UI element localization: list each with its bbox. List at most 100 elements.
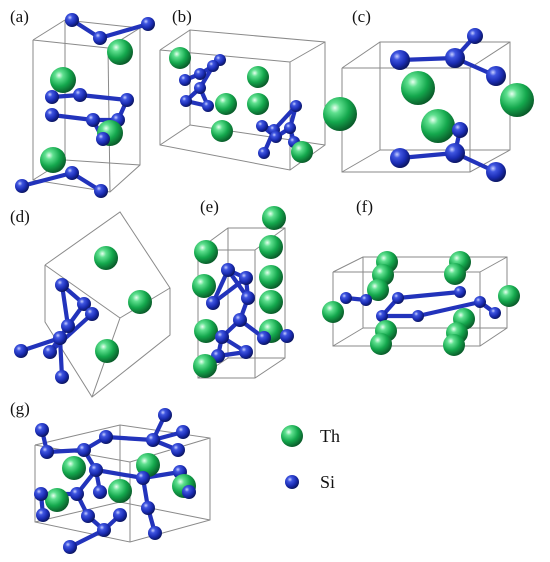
panel-g-structure <box>34 408 211 554</box>
th-atom <box>108 479 132 503</box>
si-atom <box>55 278 69 292</box>
si-atom <box>77 443 91 457</box>
si-atom <box>61 319 75 333</box>
si-atom <box>171 443 185 457</box>
si-atom <box>14 344 28 358</box>
th-atom <box>370 333 392 355</box>
th-atom <box>107 39 133 65</box>
si-atom <box>43 345 57 359</box>
si-atom <box>474 296 486 308</box>
panel-e-structure <box>192 206 294 379</box>
si-atom <box>136 471 150 485</box>
si-atom <box>35 423 49 437</box>
si-atom <box>53 331 67 345</box>
th-atom <box>45 488 69 512</box>
th-atom <box>291 141 313 163</box>
si-atom <box>489 307 501 319</box>
si-atom <box>467 28 483 44</box>
si-atom <box>99 430 113 444</box>
si-atom <box>390 50 410 70</box>
si-atom <box>360 294 372 306</box>
panel-b-structure <box>159 29 326 171</box>
th-atom <box>194 319 218 343</box>
si-atom <box>77 297 91 311</box>
si-atom <box>486 162 506 182</box>
si-atom <box>45 108 59 122</box>
si-atom <box>158 408 172 422</box>
si-atom <box>94 184 108 198</box>
panel-c-structure <box>323 28 534 182</box>
si-atom <box>239 345 253 359</box>
si-atom <box>270 131 282 143</box>
th-atom <box>94 246 118 270</box>
legend-th-swatch <box>281 425 303 447</box>
legend: Th Si <box>281 425 340 492</box>
si-atom <box>239 271 253 285</box>
si-atom <box>113 508 127 522</box>
si-atom <box>141 17 155 31</box>
th-atom <box>62 456 86 480</box>
si-atom <box>63 540 77 554</box>
si-atom <box>452 122 468 138</box>
panel-c-unit-cell <box>341 41 511 173</box>
si-atom <box>180 95 192 107</box>
si-atom <box>73 88 87 102</box>
si-atom <box>202 100 214 112</box>
panel-d-atoms <box>14 246 152 384</box>
si-atom <box>412 310 424 322</box>
si-atom <box>392 292 404 304</box>
si-atom <box>34 487 48 501</box>
th-atom <box>192 274 216 298</box>
si-atom <box>65 166 79 180</box>
si-atom <box>40 445 54 459</box>
legend-si-swatch <box>285 475 299 489</box>
panel-f-atoms <box>322 251 520 356</box>
si-atom <box>146 433 160 447</box>
si-atom <box>85 307 99 321</box>
si-atom <box>376 310 388 322</box>
si-atom <box>233 313 247 327</box>
th-atom <box>444 263 466 285</box>
si-atom <box>96 132 110 146</box>
si-atom <box>176 425 190 439</box>
th-atom <box>259 265 283 289</box>
panel-label-f: (f) <box>356 197 373 216</box>
si-atom <box>45 90 59 104</box>
si-atom <box>97 523 111 537</box>
panel-d-structure <box>14 211 171 398</box>
si-atom <box>206 296 220 310</box>
si-atom <box>148 526 162 540</box>
panel-a-atoms <box>15 13 155 198</box>
si-atom <box>284 122 296 134</box>
panel-label-g: (g) <box>10 399 30 418</box>
si-atom <box>55 370 69 384</box>
th-atom <box>500 83 534 117</box>
th-atom <box>247 93 269 115</box>
panel-label-d: (d) <box>10 207 30 226</box>
panel-f-structure <box>322 251 520 356</box>
si-atom <box>280 329 294 343</box>
si-atom <box>120 93 134 107</box>
panel-label-c: (c) <box>352 7 371 26</box>
th-atom <box>259 290 283 314</box>
th-atom <box>193 354 217 378</box>
si-atom <box>215 330 229 344</box>
th-atom <box>443 334 465 356</box>
th-atom <box>322 301 344 323</box>
si-atom <box>257 331 271 345</box>
th-atom <box>401 71 435 105</box>
si-atom <box>36 508 50 522</box>
th-atom <box>498 285 520 307</box>
si-atom <box>89 463 103 477</box>
si-atom <box>141 501 155 515</box>
si-atom <box>258 147 270 159</box>
si-atom <box>445 48 465 68</box>
legend-item-si: Si <box>285 472 335 492</box>
si-atom <box>340 292 352 304</box>
th-atom <box>215 93 237 115</box>
th-atom <box>247 66 269 88</box>
si-atom <box>207 60 219 72</box>
panel-label-b: (b) <box>172 7 192 26</box>
si-atom <box>194 68 206 80</box>
